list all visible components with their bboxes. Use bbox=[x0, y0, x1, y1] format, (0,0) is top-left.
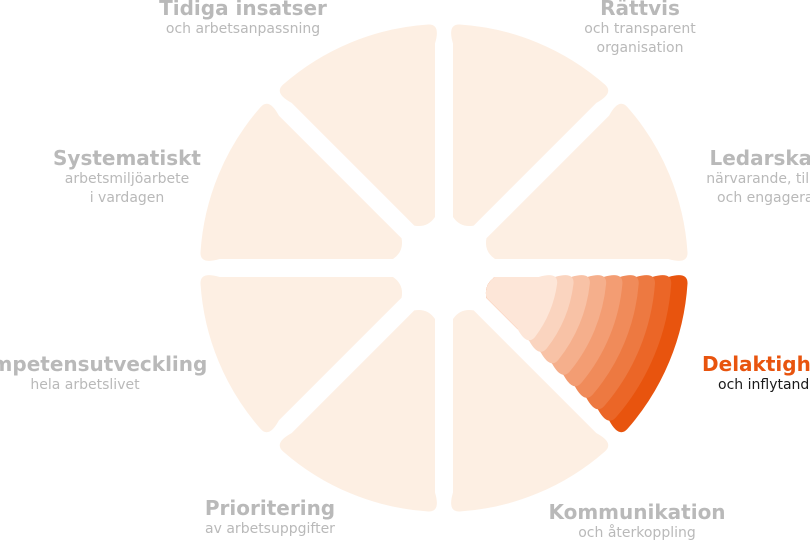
label-subtitle: och inflytande bbox=[718, 377, 810, 393]
label-subtitle: och återkoppling bbox=[578, 525, 696, 541]
segment-delaktighet[interactable] bbox=[485, 275, 688, 433]
label-kompetensutveckling[interactable]: Kompetensutveckling hela arbetslivet bbox=[0, 352, 207, 395]
label-title: Rättvis bbox=[600, 0, 680, 20]
label-subtitle: organisation bbox=[596, 40, 684, 56]
label-subtitle: hela arbetslivet bbox=[30, 377, 140, 393]
label-prioritering[interactable]: Prioritering av arbetsuppgifter bbox=[205, 496, 335, 539]
segment-systematiskt[interactable] bbox=[200, 103, 403, 261]
segment-rattvis[interactable] bbox=[451, 24, 609, 227]
label-title: Ledarskap bbox=[709, 146, 810, 170]
label-title: Kompetensutveckling bbox=[0, 352, 208, 376]
label-tidiga-insatser[interactable]: Tidiga insatser och arbetsanpassning bbox=[159, 0, 327, 39]
label-subtitle: och arbetsanpassning bbox=[165, 21, 321, 37]
segment-tidiga-insatser[interactable] bbox=[279, 24, 437, 227]
label-delaktighet[interactable]: Delaktighet och inflytande bbox=[702, 352, 810, 395]
label-kommunikation[interactable]: Kommunikation och återkoppling bbox=[548, 500, 725, 543]
label-title: Prioritering bbox=[204, 496, 336, 520]
segment-kommunikation[interactable] bbox=[451, 309, 609, 512]
label-title: Tidiga insatser bbox=[159, 0, 327, 20]
label-systematiskt[interactable]: Systematiskt arbetsmiljöarbete i vardage… bbox=[53, 146, 201, 208]
label-title: Systematiskt bbox=[53, 146, 201, 170]
label-subtitle: och engagerat bbox=[717, 190, 810, 206]
segment-band bbox=[485, 275, 558, 341]
label-subtitle: arbetsmiljöarbete bbox=[64, 171, 190, 187]
label-subtitle: av arbetsuppgifter bbox=[205, 521, 335, 537]
label-title: Delaktighet bbox=[702, 352, 810, 376]
segment-prioritering[interactable] bbox=[279, 309, 437, 512]
segments-layer bbox=[200, 24, 688, 512]
segment-ledarskap[interactable] bbox=[485, 103, 688, 261]
label-subtitle: närvarande, tillits bbox=[706, 171, 810, 187]
segment-kompetensutveckling[interactable] bbox=[200, 275, 403, 433]
label-ledarskap[interactable]: Ledarskap närvarande, tillits och engage… bbox=[706, 146, 810, 208]
label-rattvis[interactable]: Rättvis och transparent organisation bbox=[584, 0, 695, 58]
label-subtitle: i vardagen bbox=[89, 190, 165, 206]
label-title: Kommunikation bbox=[548, 500, 726, 524]
label-subtitle: och transparent bbox=[584, 21, 696, 37]
